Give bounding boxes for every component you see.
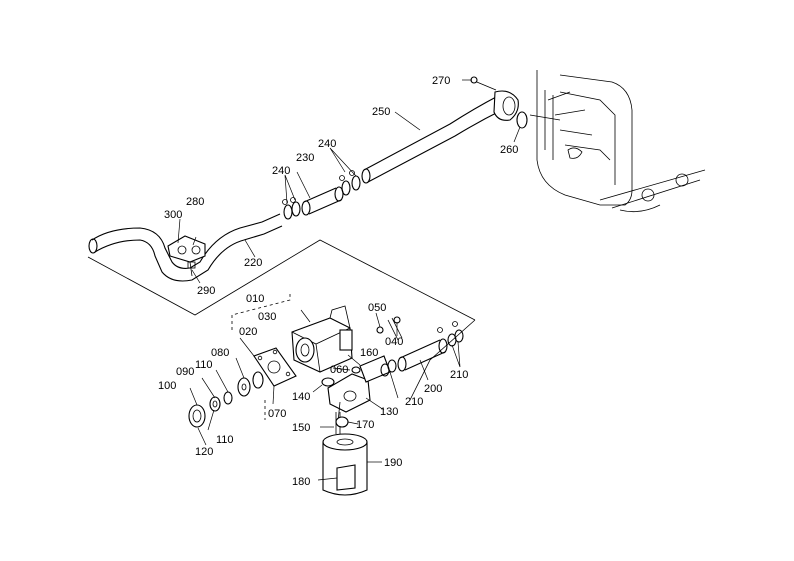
decal-180	[336, 464, 356, 491]
pipe-250	[361, 90, 519, 184]
label-190: 190	[384, 457, 402, 469]
label-260: 260	[500, 144, 518, 156]
label-280: 280	[186, 196, 204, 208]
gasket-plate-070	[253, 347, 297, 387]
reference-line-lower	[409, 319, 476, 401]
label-110-lower: 110	[216, 434, 234, 446]
label-040: 040	[385, 336, 403, 348]
engine-block-outline	[529, 70, 706, 213]
reference-line-upper	[87, 239, 476, 321]
label-270: 270	[432, 75, 450, 87]
o-ring-060	[351, 366, 361, 374]
label-240-right: 240	[318, 138, 336, 150]
label-100: 100	[158, 380, 176, 392]
label-170: 170	[356, 419, 374, 431]
hose-220	[88, 213, 283, 282]
clamps-210	[380, 321, 464, 377]
lower-pump-assembly	[188, 294, 476, 496]
clamps-240-right	[339, 170, 361, 196]
label-110-upper: 110	[195, 359, 213, 371]
label-090: 090	[176, 366, 194, 378]
label-240-left: 240	[272, 165, 290, 177]
label-060: 060	[330, 364, 348, 376]
leader-lines	[177, 79, 521, 481]
label-290: 290	[197, 285, 215, 297]
label-300: 300	[164, 209, 182, 221]
o-ring-260	[516, 111, 528, 129]
filter-cartridge-190	[322, 433, 368, 496]
label-030: 030	[258, 311, 276, 323]
label-020: 020	[239, 326, 257, 338]
label-230: 230	[296, 152, 314, 164]
coupling-parts	[188, 371, 264, 428]
label-130: 130	[380, 406, 398, 418]
bolts-040-050	[376, 316, 403, 341]
bolt-270	[470, 76, 497, 91]
label-050: 050	[368, 302, 386, 314]
clamp-280-bracket	[167, 235, 206, 277]
label-120: 120	[195, 446, 213, 458]
o-ring-140	[321, 377, 335, 387]
label-150: 150	[292, 422, 310, 434]
label-080: 080	[211, 347, 229, 359]
label-010: 010	[246, 293, 264, 305]
label-200: 200	[424, 383, 442, 395]
part-labels: 270 250 260 240 230 240 280 300 220 290 …	[158, 75, 518, 488]
hose-230	[301, 186, 344, 216]
upper-hose-assembly	[87, 70, 706, 321]
label-210-left: 210	[405, 396, 423, 408]
label-220: 220	[244, 257, 262, 269]
clamps-240-left	[282, 197, 301, 220]
pump-010	[291, 305, 353, 373]
filter-head-130	[327, 355, 391, 423]
label-160: 160	[360, 347, 378, 359]
label-070: 070	[268, 408, 286, 420]
label-250: 250	[372, 106, 390, 118]
label-140: 140	[292, 391, 310, 403]
label-180: 180	[292, 476, 310, 488]
assembly-bracket	[231, 294, 291, 330]
hose-200	[397, 338, 448, 372]
label-210-right: 210	[450, 369, 468, 381]
nut-170	[335, 416, 349, 428]
